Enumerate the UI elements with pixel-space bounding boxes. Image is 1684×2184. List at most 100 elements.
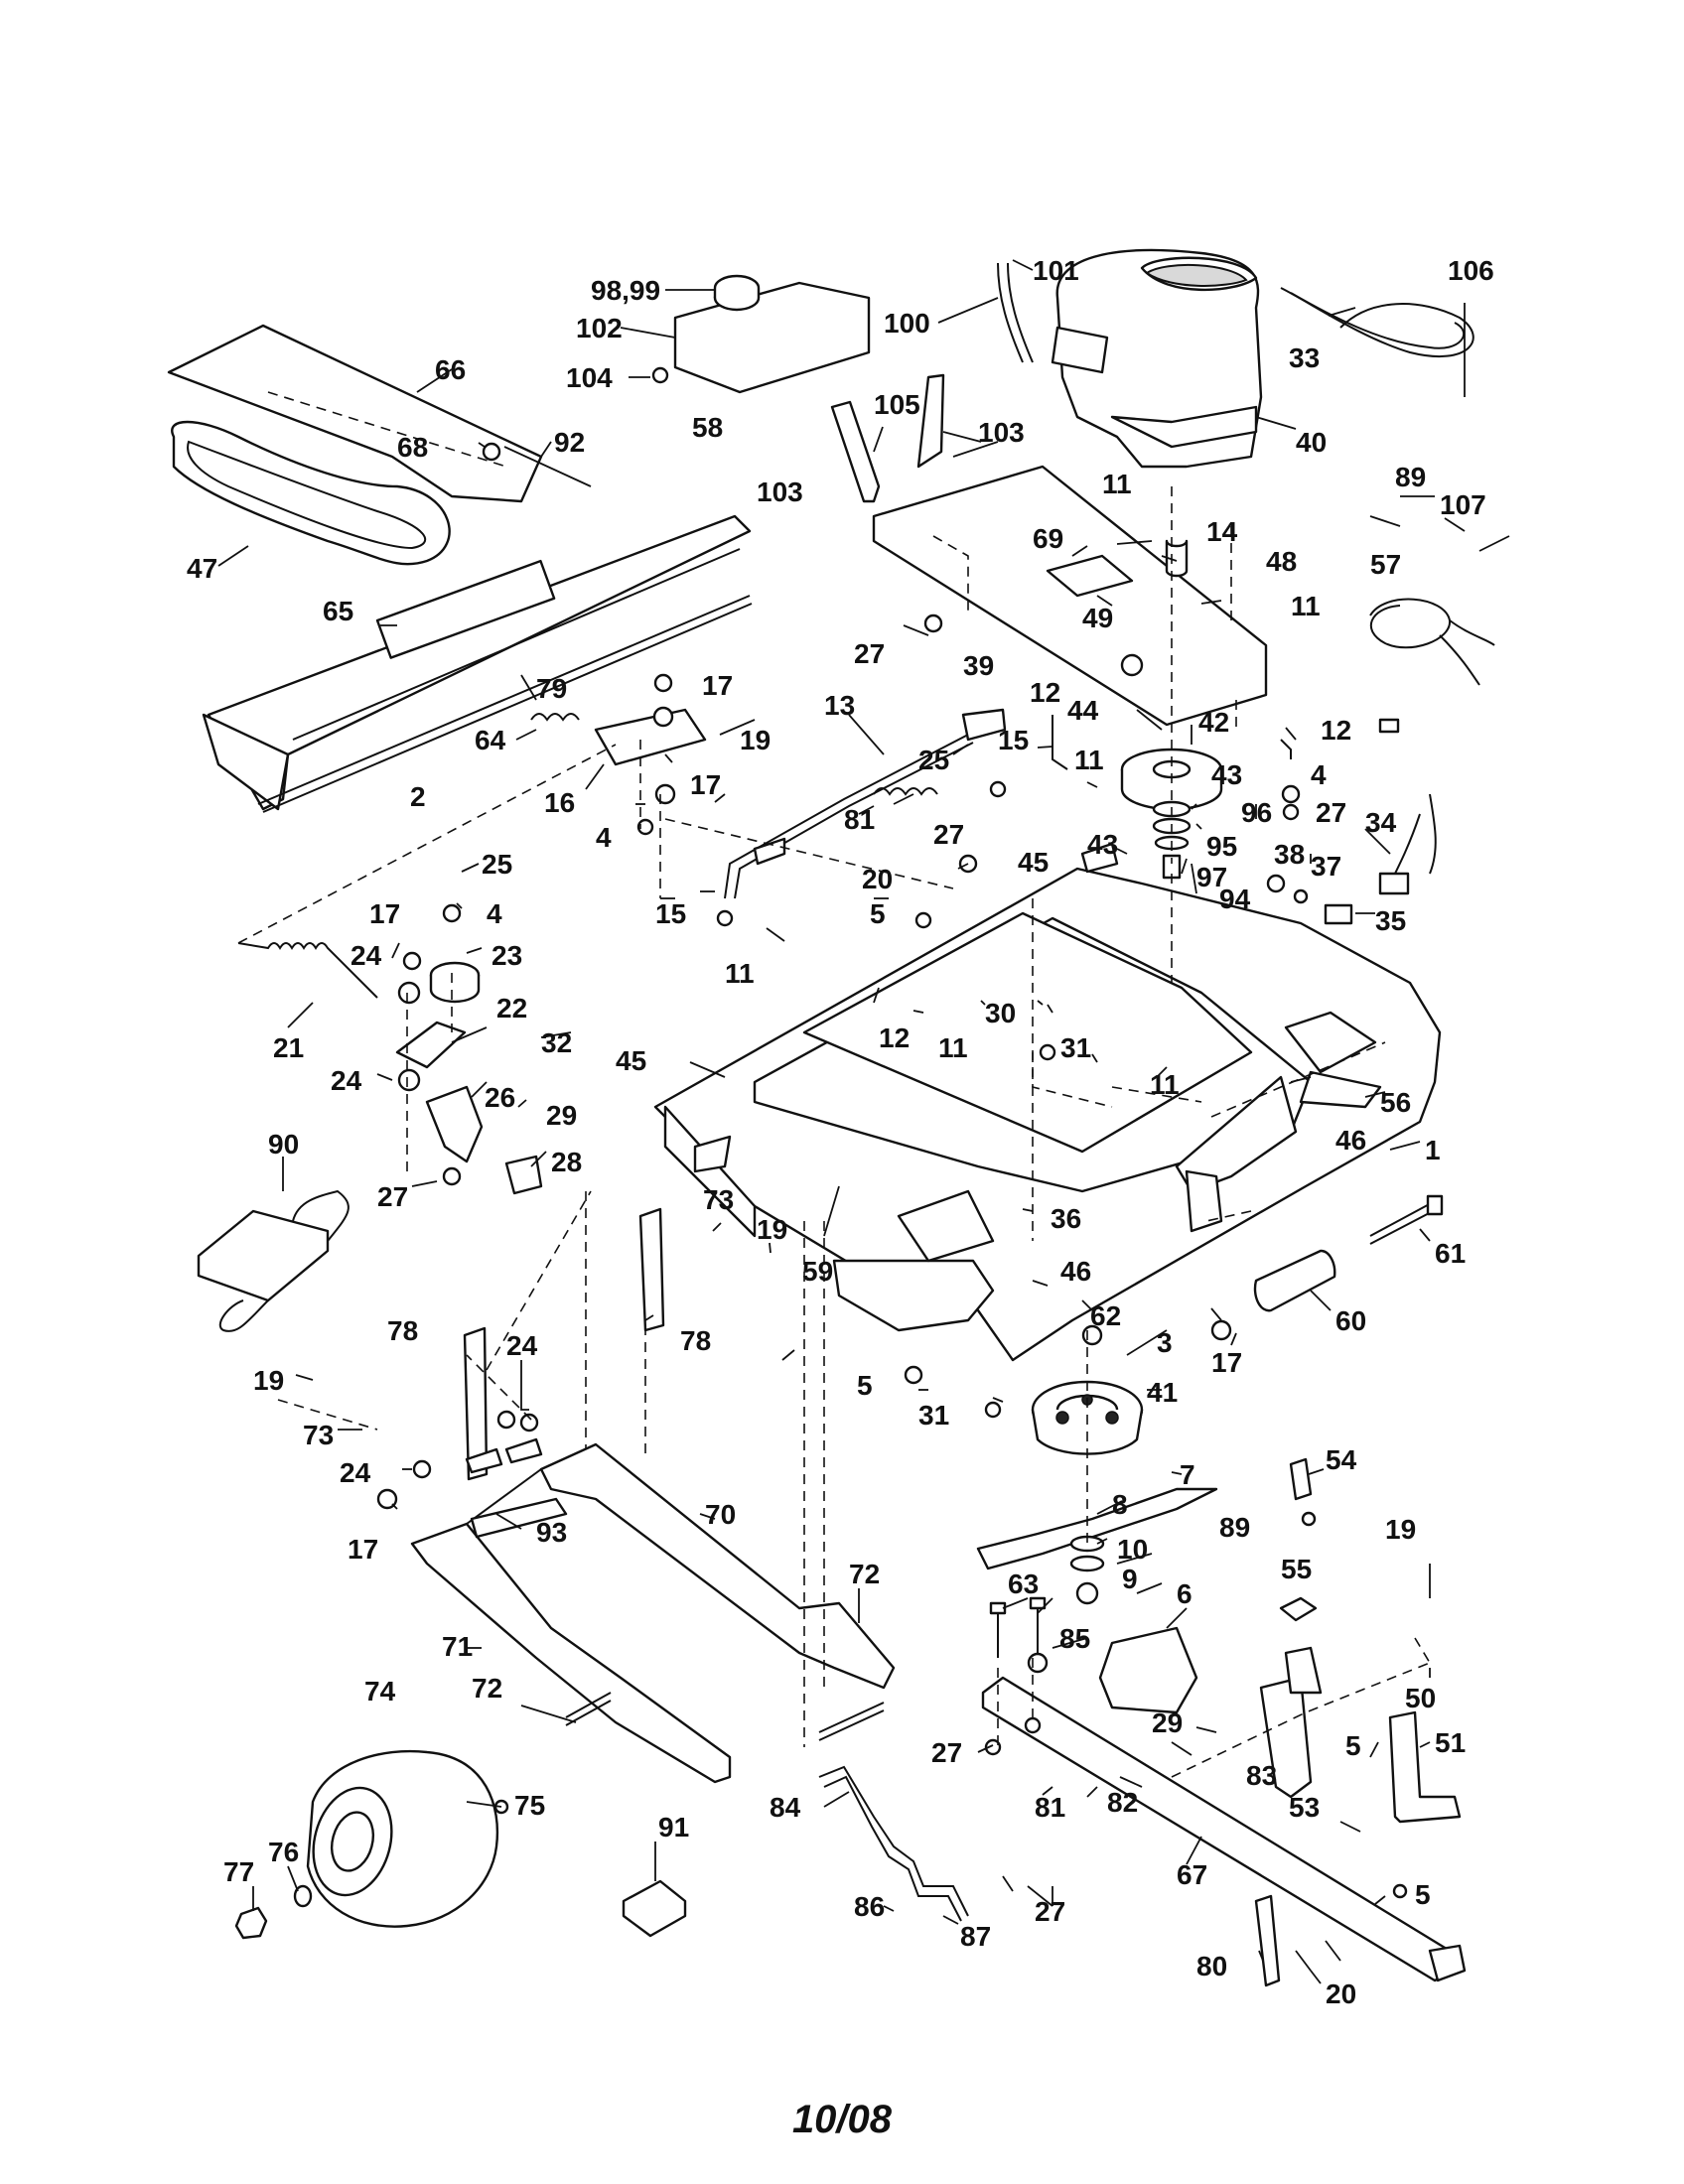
callout-27b: 27 — [933, 819, 964, 850]
callout-22: 22 — [496, 993, 527, 1024]
blade-7 — [976, 1487, 1218, 1570]
callout-labels: 98,99 101 106 102 100 104 66 33 40 105 1… — [187, 255, 1494, 2009]
callout-36: 36 — [1051, 1203, 1081, 1234]
callout-98-99: 98,99 — [591, 275, 660, 306]
callout-24b: 24 — [331, 1065, 362, 1096]
callout-74: 74 — [364, 1676, 396, 1706]
callout-102: 102 — [576, 313, 623, 343]
roller-60 — [1253, 1249, 1336, 1312]
callout-4a: 4 — [596, 822, 612, 853]
callout-27f: 27 — [1035, 1896, 1065, 1927]
callout-97: 97 — [1196, 862, 1227, 892]
callout-86: 86 — [854, 1891, 885, 1922]
callout-105: 105 — [874, 389, 920, 420]
callout-12c: 12 — [879, 1023, 910, 1053]
callout-1: 1 — [1425, 1135, 1441, 1165]
callout-58: 58 — [692, 412, 723, 443]
exploded-parts — [167, 248, 1495, 1987]
callout-32: 32 — [541, 1027, 572, 1058]
callout-31a: 31 — [1060, 1032, 1091, 1063]
callout-5c: 5 — [1345, 1730, 1361, 1761]
callout-17a: 17 — [702, 670, 733, 701]
callout-96: 96 — [1241, 797, 1272, 828]
callout-28: 28 — [551, 1147, 582, 1177]
callout-30: 30 — [985, 998, 1016, 1028]
drive-belt-47 — [171, 420, 451, 566]
bracket-78-left — [463, 1326, 489, 1481]
callout-104: 104 — [566, 362, 613, 393]
callout-38: 38 — [1274, 839, 1305, 870]
callout-67: 67 — [1177, 1859, 1207, 1890]
lift-frame-71 — [410, 1522, 732, 1784]
callout-34: 34 — [1365, 807, 1397, 838]
callout-20a: 20 — [862, 864, 893, 894]
callout-43a: 43 — [1211, 759, 1242, 790]
callout-48: 48 — [1266, 546, 1297, 577]
switch-pad-90 — [197, 1209, 330, 1302]
callout-29b: 29 — [1152, 1707, 1183, 1738]
callout-29a: 29 — [546, 1100, 577, 1131]
callout-78b: 78 — [680, 1325, 711, 1356]
callout-9: 9 — [1122, 1564, 1138, 1594]
callout-17e: 17 — [348, 1534, 378, 1565]
callout-72a: 72 — [849, 1559, 880, 1589]
callout-17c: 17 — [369, 898, 400, 929]
engine-plate-39 — [872, 465, 1268, 727]
callout-24c: 24 — [506, 1330, 538, 1361]
callout-13: 13 — [824, 690, 855, 721]
callout-7: 7 — [1180, 1459, 1195, 1490]
callout-53: 53 — [1289, 1792, 1320, 1823]
callout-107: 107 — [1440, 489, 1486, 520]
callout-12a: 12 — [1030, 677, 1060, 708]
callout-11e: 11 — [938, 1032, 968, 1063]
callout-56: 56 — [1380, 1087, 1411, 1118]
callout-27d: 27 — [377, 1181, 408, 1212]
callout-46b: 46 — [1060, 1256, 1091, 1287]
callout-27e: 27 — [931, 1737, 962, 1768]
lift-frame-70 — [539, 1442, 896, 1690]
callout-16: 16 — [544, 787, 575, 818]
callout-51: 51 — [1435, 1727, 1466, 1758]
hitch-bar-67 — [981, 1676, 1457, 1982]
callout-90: 90 — [268, 1129, 299, 1160]
callout-23: 23 — [491, 940, 522, 971]
callout-70: 70 — [705, 1499, 736, 1530]
callout-83: 83 — [1246, 1760, 1277, 1791]
callout-37: 37 — [1311, 851, 1341, 882]
callout-42: 42 — [1198, 707, 1229, 738]
callout-103b: 103 — [757, 477, 803, 507]
idler-plate-16 — [594, 708, 707, 766]
callout-45a: 45 — [1018, 847, 1049, 878]
engine-40 — [1055, 248, 1263, 469]
callout-19a: 19 — [740, 725, 771, 755]
callout-106: 106 — [1448, 255, 1494, 286]
fuel-tank-102 — [673, 281, 871, 394]
callout-79: 79 — [536, 673, 567, 704]
callout-11d: 11 — [725, 958, 755, 989]
callout-31b: 31 — [918, 1400, 949, 1431]
wiring-harness-57 — [1369, 598, 1452, 649]
callout-68: 68 — [397, 432, 428, 463]
callout-14: 14 — [1206, 516, 1238, 547]
callout-60: 60 — [1335, 1305, 1366, 1336]
block-91 — [622, 1879, 687, 1938]
callout-89b: 89 — [1219, 1512, 1250, 1543]
callout-61: 61 — [1435, 1238, 1466, 1269]
discharge-chute-58 — [207, 514, 752, 811]
callout-4b: 4 — [1311, 759, 1327, 790]
callout-103a: 103 — [978, 417, 1025, 448]
callout-81b: 81 — [1035, 1792, 1065, 1823]
callout-69: 69 — [1033, 523, 1063, 554]
callout-63: 63 — [1008, 1569, 1039, 1599]
callout-5d: 5 — [1415, 1879, 1431, 1910]
callout-78a: 78 — [387, 1315, 418, 1346]
callout-24d: 24 — [340, 1457, 371, 1488]
callout-33: 33 — [1289, 342, 1320, 373]
callout-41: 41 — [1147, 1377, 1178, 1408]
callout-11c: 11 — [1074, 745, 1104, 775]
callout-54: 54 — [1326, 1444, 1357, 1475]
callout-50: 50 — [1405, 1683, 1436, 1713]
callout-26: 26 — [485, 1082, 515, 1113]
callout-15b: 15 — [655, 898, 686, 929]
